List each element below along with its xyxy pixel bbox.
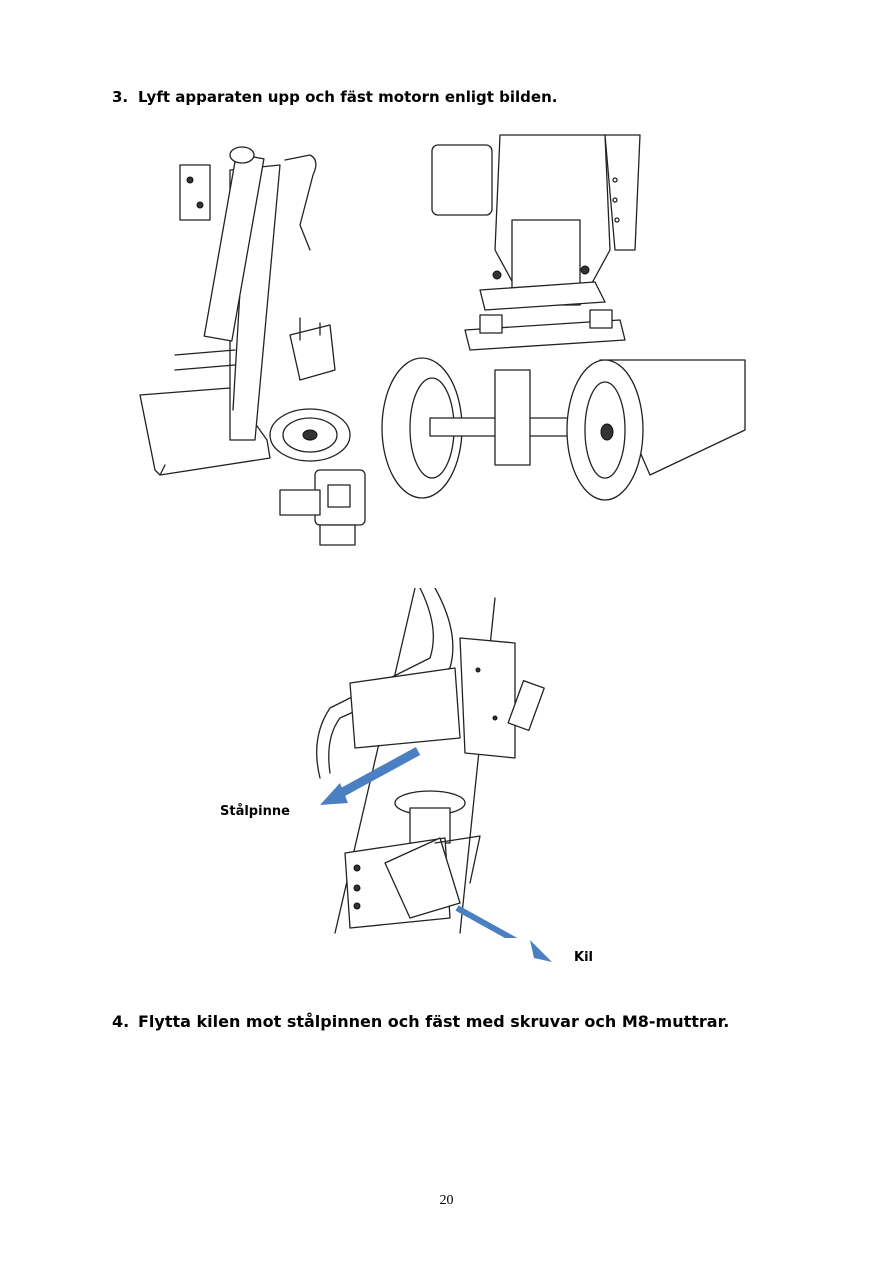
kil-arrowhead [530,940,552,962]
step-4-number: 4. [112,1012,130,1031]
step-3-number: 3. [112,88,129,106]
wedge-label: Kil [574,950,593,965]
page-number: 20 [439,1193,454,1208]
illustration-splitter-front-view [380,130,750,510]
illustration-wedge-detail [300,588,560,938]
step-3-text: Lyft apparaten upp och fäst motorn enlig… [138,88,558,106]
step-4-heading: 4. Flytta kilen mot stålpinnen och fäst m… [112,1012,729,1031]
step-3-heading: 3. Lyft apparaten upp och fäst motorn enl… [112,88,557,106]
illustration-splitter-side-view [135,140,380,550]
step-4-text: Flytta kilen mot stålpinnen och fäst med… [138,1012,730,1031]
steel-pin-label: Stålpinne [220,804,290,819]
